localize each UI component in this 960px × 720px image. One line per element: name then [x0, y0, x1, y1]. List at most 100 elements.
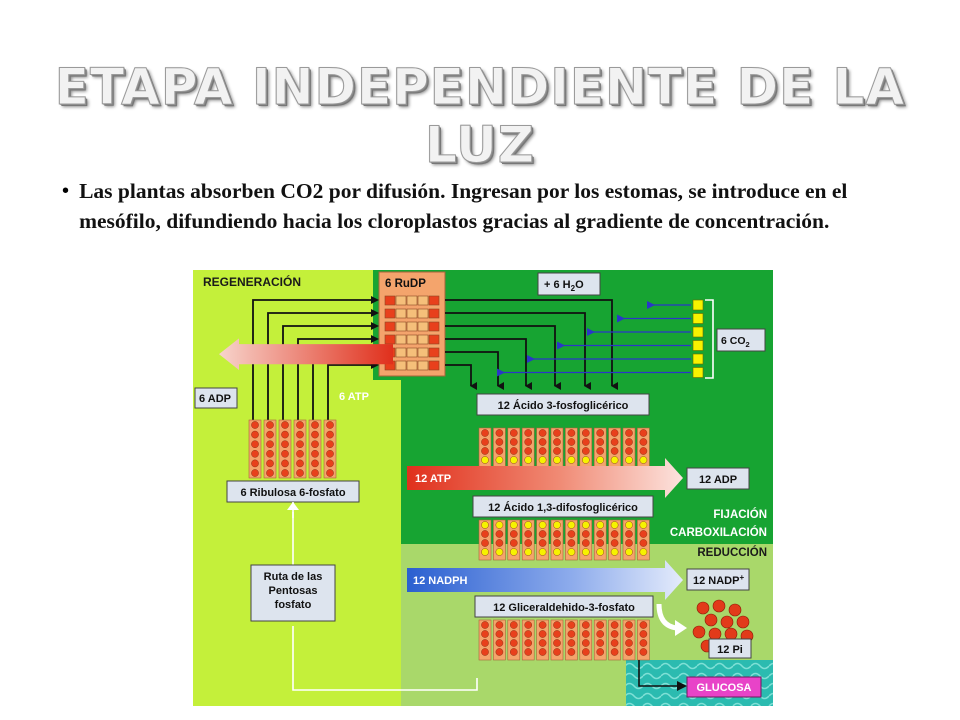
ribulose-unit — [326, 430, 334, 439]
molecule-unit — [553, 539, 561, 547]
rudp-unit — [406, 347, 418, 358]
molecule-unit — [524, 438, 533, 446]
molecule-unit — [538, 429, 547, 437]
rudp-arrow — [445, 364, 477, 390]
molecule-unit — [553, 530, 561, 538]
rudp-unit — [384, 308, 396, 319]
pathway-to-ribulose-line — [292, 626, 478, 691]
phosphoglycerate-chains — [478, 427, 650, 469]
glucosa-box — [686, 676, 762, 698]
ribulose-unit — [281, 459, 289, 468]
molecule-unit — [567, 447, 576, 455]
molecule-unit — [495, 438, 504, 446]
rudp-unit — [384, 295, 396, 306]
phosphate-circle — [728, 603, 742, 617]
rudp-unit — [417, 308, 429, 319]
molecule-unit — [524, 630, 533, 638]
molecule-unit — [481, 548, 489, 556]
molecule-unit — [596, 639, 605, 647]
rudp-unit — [428, 321, 440, 332]
molecule-unit — [495, 530, 504, 538]
molecule-unit — [481, 639, 489, 647]
bullet-item: • Las plantas absorben CO2 por difusión.… — [62, 176, 892, 236]
phosphate-circle — [708, 627, 722, 641]
pi-curve-arrow — [656, 603, 678, 631]
rudp-unit — [428, 347, 440, 358]
molecule-unit — [567, 539, 576, 547]
bullet-text: Las plantas absorben CO2 por difusión. I… — [79, 179, 848, 233]
molecule-unit — [538, 521, 547, 529]
ribulose-unit — [311, 449, 319, 458]
molecule-unit — [495, 630, 504, 638]
molecule-unit — [495, 447, 504, 455]
ribulose-unit — [326, 449, 334, 458]
pi-arrowhead — [675, 620, 687, 636]
pentose-pathway-line3: fosfato — [275, 599, 312, 611]
rudp-unit — [417, 295, 429, 306]
molecule-unit — [625, 447, 633, 455]
regeneration-arrow — [282, 325, 377, 420]
ribulose-unit — [281, 449, 289, 458]
ribulose-unit — [311, 459, 319, 468]
molecule-unit — [639, 530, 648, 538]
molecule-unit — [596, 548, 605, 556]
pentose-pathway-line2: Pentosas — [269, 585, 318, 597]
molecule-unit — [581, 648, 590, 656]
molecule-unit — [596, 621, 605, 629]
molecule-unit — [581, 429, 590, 437]
co2-bracket — [705, 299, 714, 379]
molecule-unit — [567, 630, 576, 638]
phosphate-circle — [704, 613, 718, 627]
adp6-label: 6 ADP — [199, 393, 231, 405]
co2-box — [716, 328, 766, 352]
molecule-unit — [553, 639, 561, 647]
nadph-label: 12 NADPH — [413, 575, 467, 587]
phosphate-circle — [736, 615, 750, 629]
phosphate-circle — [692, 625, 706, 639]
gliceraldehido-label: 12 Gliceraldehido-3-fosfato — [493, 602, 635, 614]
molecule-unit — [538, 621, 547, 629]
molecule-unit — [581, 639, 590, 647]
molecule-unit — [481, 521, 489, 529]
ribulose-unit — [311, 421, 319, 429]
atp6-label: 6 ATP — [339, 391, 369, 403]
molecule-unit — [553, 438, 561, 446]
molecule-unit — [495, 621, 504, 629]
molecule-unit — [567, 429, 576, 437]
molecule-unit — [625, 438, 633, 446]
molecule-unit — [567, 639, 576, 647]
rudp-unit — [395, 334, 407, 345]
ribulose-unit — [296, 459, 304, 468]
molecule-unit — [610, 521, 619, 529]
molecule-unit — [639, 630, 648, 638]
molecule-unit — [538, 438, 547, 446]
molecule-unit — [509, 438, 518, 446]
molecule-unit — [509, 530, 518, 538]
molecule-unit — [481, 539, 489, 547]
molecule-unit — [581, 548, 590, 556]
rudp-unit — [428, 334, 440, 345]
rudp-unit — [406, 295, 418, 306]
molecule-unit — [524, 539, 533, 547]
molecule-unit — [495, 548, 504, 556]
molecule-unit — [567, 548, 576, 556]
molecule-unit — [524, 530, 533, 538]
pi-label: 12 Pi — [717, 644, 743, 656]
molecule-unit — [567, 438, 576, 446]
reduction-label: REDUCCIÓN — [697, 546, 767, 559]
molecule-unit — [639, 539, 648, 547]
atp6-arrow — [219, 338, 393, 370]
rudp-unit — [428, 295, 440, 306]
rudp-arrow — [445, 325, 561, 390]
molecule-unit — [509, 521, 518, 529]
molecule-unit — [639, 648, 648, 656]
molecule-unit — [481, 456, 489, 464]
molecule-unit — [581, 530, 590, 538]
phosphate-circle — [720, 615, 734, 629]
molecule-unit — [481, 447, 489, 455]
molecule-unit — [553, 621, 561, 629]
nadp-box — [686, 568, 750, 591]
molecule-unit — [509, 548, 518, 556]
diphosphoglycerate-chains — [478, 519, 650, 561]
molecule-unit — [553, 630, 561, 638]
